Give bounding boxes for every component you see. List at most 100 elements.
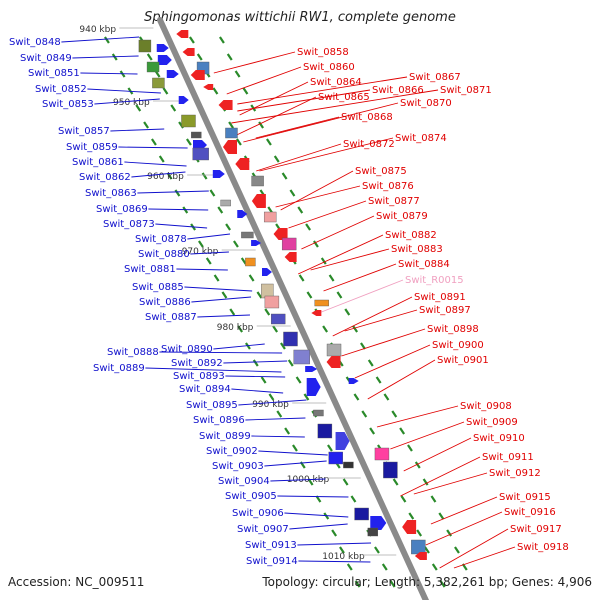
- right-strand-gene: [218, 100, 233, 110]
- left-gene-pointer: [110, 128, 165, 132]
- left-strand-gene: [220, 199, 231, 207]
- tick-mark: [284, 427, 291, 435]
- tick-mark: [225, 223, 232, 231]
- left-strand-gene: [156, 44, 169, 52]
- left-gene-pointer: [270, 478, 326, 482]
- right-strand-gene: [311, 310, 322, 316]
- rna-gene-label: Swit_R0015: [405, 275, 464, 286]
- left-strand-gene: [261, 268, 272, 276]
- tick-mark: [158, 155, 165, 163]
- tick-mark: [416, 529, 423, 537]
- tick-mark: [226, 53, 233, 61]
- right-strand-gene: [374, 447, 390, 461]
- tick-mark: [276, 410, 283, 418]
- kbp-scale-label: 970 kbp: [182, 247, 219, 257]
- left-strand-gene: [166, 70, 179, 78]
- left-gene-pointer: [284, 512, 349, 518]
- left-gene-label: Swit_0880: [138, 249, 190, 260]
- left-gene-label: Swit_0873: [103, 219, 155, 230]
- tick-mark: [361, 410, 368, 418]
- topology-label: Topology: circular; Length: 5,382,261 bp…: [262, 575, 592, 589]
- rna-gene-pointer: [318, 279, 404, 314]
- tick-mark: [237, 325, 244, 333]
- left-gene-pointer: [137, 190, 209, 194]
- right-gene-label: Swit_0875: [355, 166, 407, 177]
- right-gene-label: Swit_0874: [395, 133, 447, 144]
- right-gene-pointer: [425, 511, 503, 546]
- tick-mark: [242, 87, 249, 95]
- tick-mark: [256, 291, 263, 299]
- tick-mark: [266, 138, 272, 146]
- tick-mark: [306, 291, 313, 299]
- left-gene-pointer: [277, 495, 349, 498]
- right-gene-label: Swit_0868: [341, 112, 393, 123]
- tick-mark: [389, 580, 396, 588]
- left-gene-pointer: [187, 233, 231, 240]
- right-strand-gene: [182, 48, 195, 56]
- right-strand-gene: [251, 175, 264, 187]
- left-gene-label: Swit_0861: [72, 157, 124, 168]
- tick-mark: [446, 529, 453, 537]
- left-gene-pointer: [258, 450, 328, 456]
- left-strand-gene: [305, 366, 318, 372]
- tick-mark: [391, 410, 398, 418]
- right-gene-label: Swit_0910: [473, 433, 525, 444]
- left-gene-pointer: [87, 88, 161, 94]
- kbp-scale-label: 980 kbp: [217, 323, 254, 333]
- left-strand-gene: [328, 451, 343, 465]
- right-gene-label: Swit_0918: [517, 542, 569, 553]
- tick-mark: [201, 172, 208, 180]
- tick-mark: [146, 53, 153, 61]
- right-gene-pointer: [301, 215, 375, 250]
- right-gene-pointer: [344, 309, 418, 332]
- left-gene-label: Swit_0857: [58, 126, 110, 137]
- right-gene-pointer: [310, 248, 390, 271]
- left-gene-label: Swit_0895: [186, 400, 238, 411]
- tick-mark: [217, 206, 224, 214]
- left-gene-pointer: [159, 351, 283, 354]
- left-gene-pointer: [264, 460, 327, 467]
- right-gene-pointer: [255, 116, 340, 139]
- tick-mark: [352, 325, 359, 333]
- right-strand-gene: [414, 552, 427, 560]
- genome-backbone: [157, 17, 430, 600]
- right-gene-label: Swit_0858: [297, 47, 349, 58]
- tick-mark: [400, 495, 407, 503]
- tick-mark: [346, 563, 353, 571]
- left-gene-pointer: [231, 388, 284, 394]
- right-gene-pointer: [237, 89, 371, 112]
- left-gene-pointer: [213, 343, 265, 350]
- tick-mark: [228, 121, 235, 129]
- left-gene-label: Swit_0905: [225, 491, 277, 502]
- left-gene-pointer: [148, 208, 209, 211]
- right-gene-pointer: [237, 76, 408, 105]
- right-gene-label: Swit_0911: [482, 452, 534, 463]
- left-gene-pointer: [94, 98, 160, 105]
- left-gene-label: Swit_0852: [35, 84, 87, 95]
- tick-mark: [298, 274, 305, 282]
- tick-mark: [336, 291, 343, 299]
- right-gene-label: Swit_0879: [376, 211, 428, 222]
- tick-mark: [407, 444, 413, 452]
- right-gene-pointer: [275, 185, 361, 208]
- right-gene-label: Swit_0916: [504, 507, 556, 518]
- right-strand-gene: [235, 158, 250, 170]
- right-gene-pointer: [439, 528, 509, 569]
- left-gene-pointer: [145, 367, 282, 373]
- tick-mark: [313, 240, 319, 248]
- kbp-scale-label: 940 kbp: [79, 25, 116, 35]
- tick-mark: [234, 70, 241, 78]
- right-gene-label: Swit_0908: [460, 401, 512, 412]
- tick-mark: [342, 478, 349, 486]
- right-gene-pointer: [367, 359, 436, 400]
- right-gene-pointer: [288, 200, 367, 229]
- left-strand-gene: [191, 131, 202, 139]
- tick-mark: [236, 138, 242, 146]
- left-strand-gene: [138, 39, 152, 53]
- right-strand-gene: [281, 237, 297, 251]
- tick-mark: [354, 580, 361, 588]
- left-strand-gene: [335, 432, 350, 450]
- right-gene-label: Swit_0900: [432, 340, 484, 351]
- left-strand-gene: [313, 409, 324, 417]
- right-gene-label: Swit_0867: [409, 72, 461, 83]
